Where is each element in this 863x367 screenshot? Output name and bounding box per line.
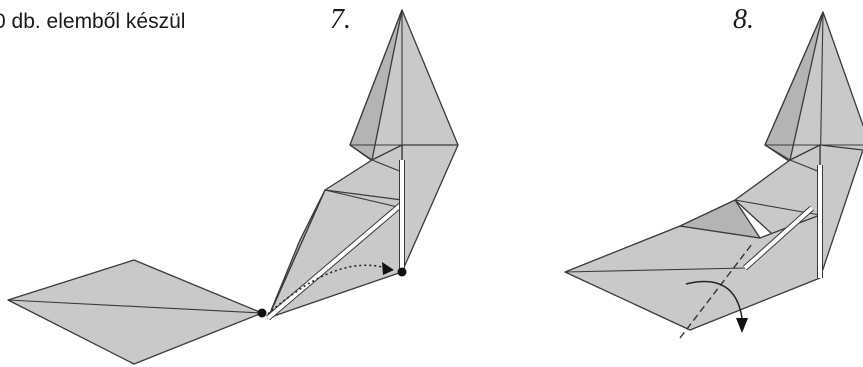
right-match-dot	[397, 267, 407, 277]
middle-crease	[324, 189, 403, 209]
step-7-label: 7.	[330, 4, 351, 35]
upper-kite-shade-8	[764, 11, 824, 161]
inserted-strip-8	[743, 206, 814, 270]
front-crease-8	[564, 267, 746, 273]
step-8-label: 8.	[733, 4, 754, 35]
upper-middle-crease	[371, 159, 403, 173]
left-match-dot	[257, 308, 267, 318]
left-diamond-crease	[7, 299, 263, 314]
upper-middle-crease-8	[789, 159, 821, 173]
right-lower-flap	[401, 144, 459, 273]
right-lower-flap-8	[819, 144, 863, 279]
fold-arrowhead-icon	[736, 318, 748, 333]
motion-path	[267, 264, 393, 315]
upper-kite-shade	[349, 9, 403, 161]
diagram-caption: 0 db. elemből készül	[0, 10, 186, 33]
step-8-figure	[564, 11, 863, 339]
valley-fold-line	[679, 243, 753, 339]
step-7-figure	[7, 9, 459, 365]
left-diamond-module	[7, 259, 263, 365]
arrowhead-icon	[382, 262, 394, 275]
lower-left-shade	[267, 189, 326, 319]
inserted-strip	[266, 202, 404, 320]
middle-shade-8	[679, 199, 761, 239]
fold-arrow-path	[685, 280, 743, 319]
